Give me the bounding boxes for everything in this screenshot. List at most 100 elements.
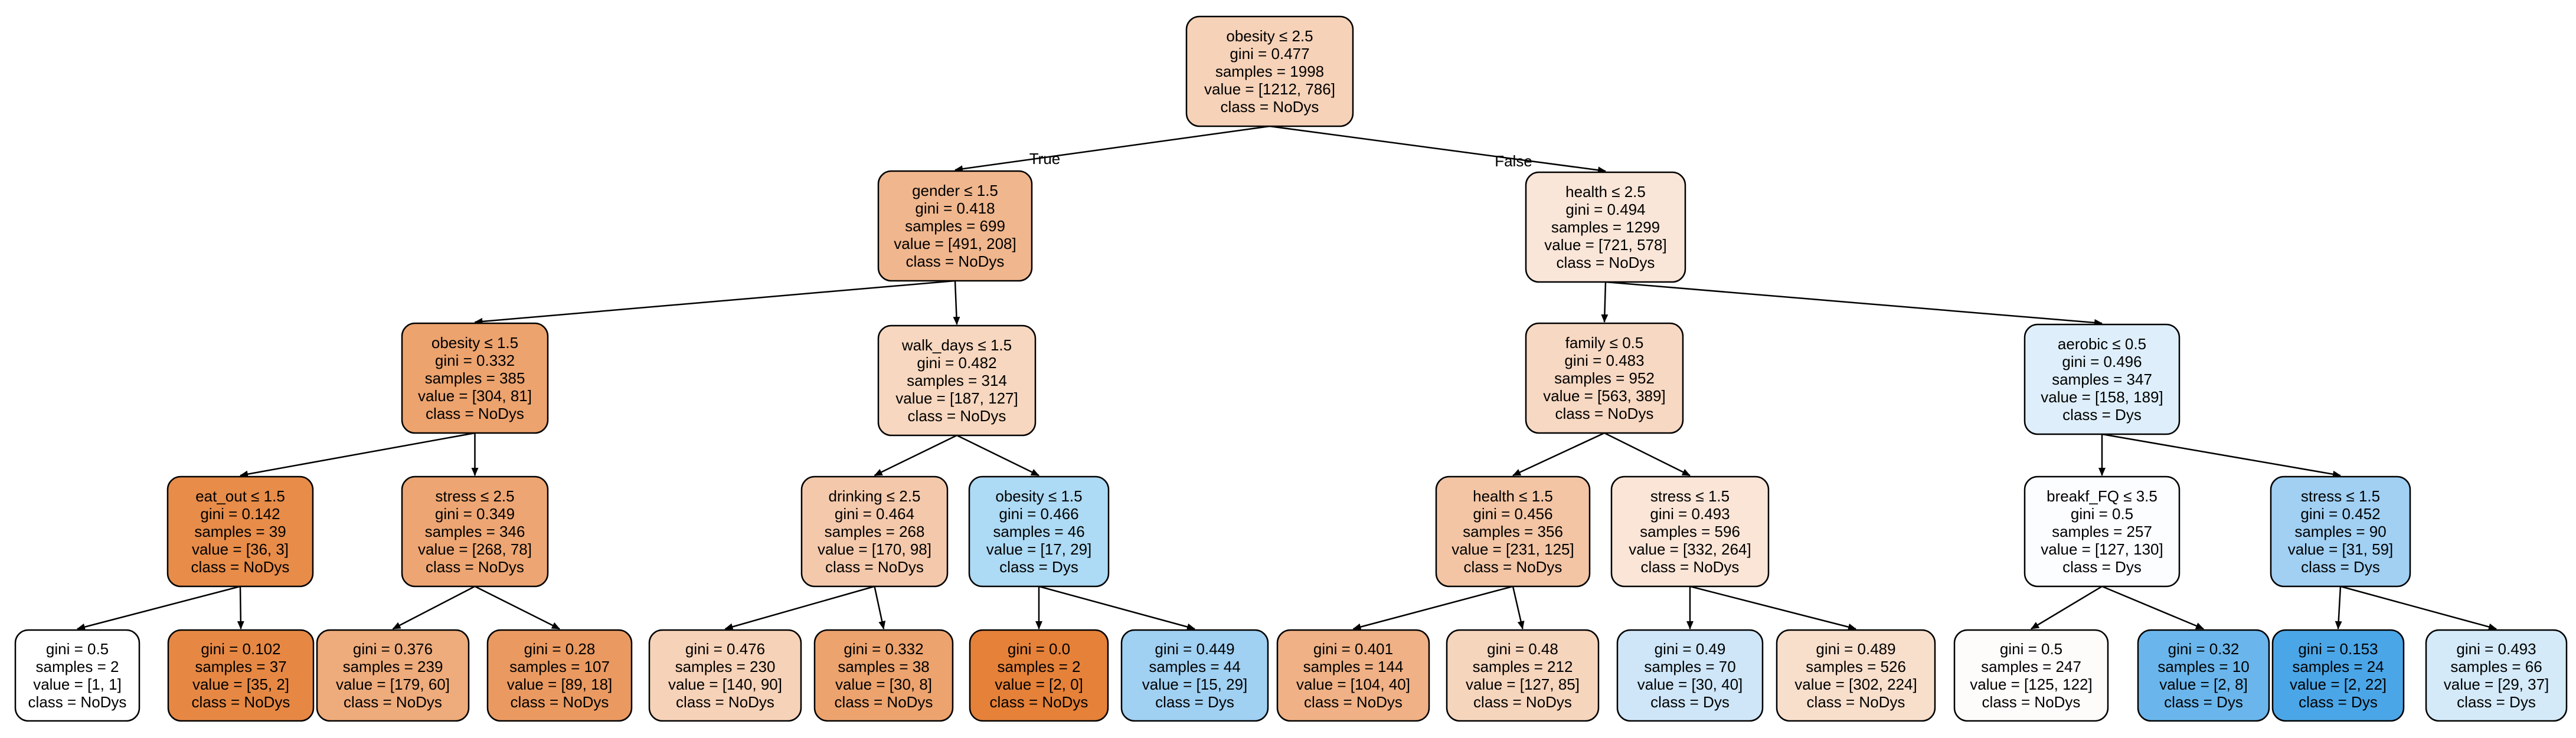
tree-node-line: walk_days ≤ 1.5 [901,336,1012,354]
tree-node-line: value = [127, 85] [1466,675,1580,693]
tree-node-line: class = Dys [999,558,1078,576]
tree-node-box [2137,629,2270,722]
tree-node-box [1776,629,1936,722]
tree-node-line: value = [125, 122] [1970,675,2092,693]
tree-node-line: class = Dys [2457,693,2536,711]
tree-node-line: samples = 239 [343,658,443,675]
tree-node-line: class = NoDys [908,407,1006,425]
tree-node-box [2271,629,2405,722]
tree-node-box [1616,629,1764,722]
tree-edge-n13-n27 [2031,585,2103,630]
tree-node-line: class = NoDys [825,558,924,576]
tree-node-box [2270,475,2411,588]
tree-node-line: gini = 0.349 [435,505,515,523]
tree-edge-n5-n12 [1604,432,1691,477]
tree-edge-n12-n26 [1689,585,1856,631]
tree-edge-n1-n4 [953,280,960,325]
tree-node-line: gini = 0.496 [2062,353,2142,370]
tree-node-box [1185,15,1354,127]
tree-node-box [1525,171,1686,283]
tree-node-line: gini = 0.0 [1008,640,1070,658]
tree-node-box [1276,629,1430,722]
tree-node-line: samples = 10 [2157,658,2249,675]
tree-node-line: gini = 0.332 [435,352,515,369]
tree-node-line: samples = 1998 [1215,63,1324,80]
tree-node-line: samples = 1299 [1551,218,1660,236]
tree-node-line: gini = 0.142 [200,505,280,523]
tree-node-line: class = NoDys [511,693,609,711]
tree-node-line: value = [29, 37] [2444,675,2549,693]
tree-node-line: samples = 39 [194,523,286,540]
tree-node-line: health ≤ 1.5 [1473,487,1553,505]
tree-node-line: gini = 0.464 [835,505,914,523]
tree-node-box [813,629,954,722]
tree-node-line: samples = 212 [1473,658,1573,675]
tree-node-box [1120,629,1269,722]
tree-node-box [1525,322,1684,434]
tree-edge-n14-n30 [2340,585,2497,631]
tree-edge-n7-n16 [237,586,244,629]
tree-edge-n0-n1 [954,125,1270,173]
tree-node-line: value = [2, 8] [2159,675,2248,693]
tree-node-line: value = [36, 3] [192,540,289,558]
tree-node-box [166,475,314,588]
tree-node-line: gini = 0.483 [1564,352,1644,369]
tree-node-line: class = NoDys [426,405,524,422]
tree-node-line: samples = 356 [1463,523,1563,540]
tree-node-line: obesity ≤ 2.5 [1226,27,1313,45]
tree-edge-n7-n15 [77,585,241,631]
tree-node-box [1953,629,2109,722]
tree-node-line: samples = 107 [509,658,610,675]
tree-node-line: gini = 0.418 [915,199,995,217]
tree-node-line: gini = 0.489 [1816,640,1895,658]
tree-node-line: gini = 0.5 [2000,640,2062,658]
tree-node-line: value = [35, 2] [192,675,289,693]
tree-node-line: samples = 90 [2294,523,2386,540]
tree-node-line: gini = 0.493 [2456,640,2536,658]
edge-label-true: True [1029,150,1061,168]
tree-node-line: samples = 2 [36,658,119,675]
tree-node-line: samples = 385 [425,369,525,387]
tree-node-line: value = [2, 0] [995,675,1083,693]
tree-node-line: class = NoDys [1641,558,1740,576]
tree-edge-n2-n5 [1601,281,1609,323]
tree-node-line: value = [17, 29] [986,540,1092,558]
tree-node-line: samples = 144 [1303,658,1404,675]
tree-node-line: value = [187, 127] [895,389,1018,407]
tree-node-line: value = [268, 78] [418,540,532,558]
tree-node-line: value = [491, 208] [894,235,1016,252]
tree-node-line: class = NoDys [1473,693,1572,711]
tree-edge-n2-n6 [1605,281,2103,326]
tree-node-line: samples = 46 [993,523,1084,540]
tree-node-line: class = Dys [2299,693,2378,711]
edge-labels-layer: True False [1029,150,1532,170]
tree-node-line: class = NoDys [1557,254,1655,271]
tree-edge-n1-n3 [474,280,956,325]
tree-node-line: samples = 952 [1554,369,1655,387]
tree-node-line: gini = 0.466 [999,505,1078,523]
tree-node-box [316,629,470,722]
tree-node-line: family ≤ 0.5 [1565,334,1644,352]
tree-node-line: samples = 38 [838,658,929,675]
tree-node-line: samples = 257 [2052,523,2152,540]
tree-node-line: health ≤ 2.5 [1565,183,1646,201]
tree-node-line: gini = 0.477 [1230,45,1309,63]
tree-node-line: value = [1212, 786] [1204,80,1335,98]
tree-node-box [1610,475,1770,588]
tree-node-line: gender ≤ 1.5 [912,182,998,199]
